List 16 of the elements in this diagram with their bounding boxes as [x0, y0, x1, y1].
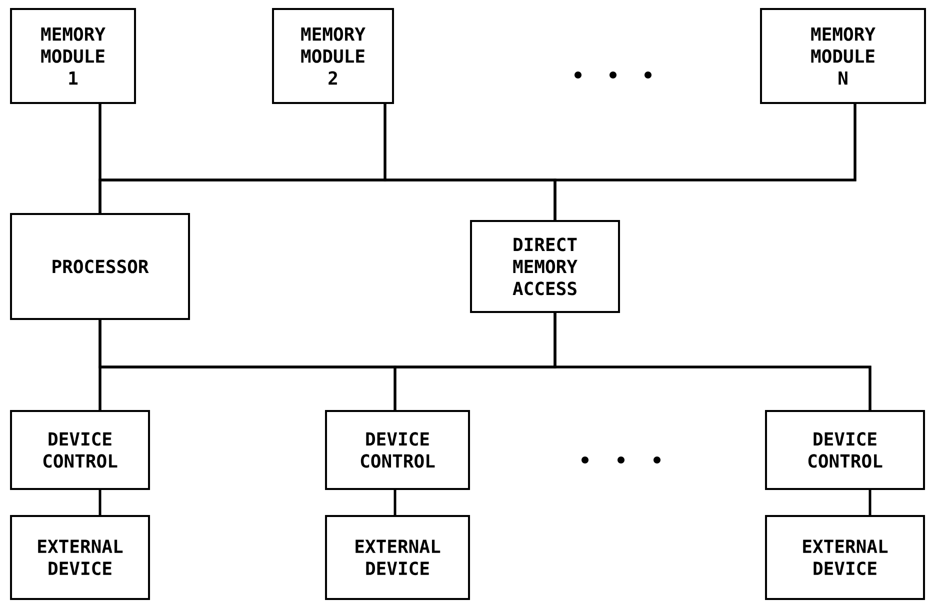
device-control-box: DEVICE CONTROL [10, 410, 150, 490]
device-control-box: DEVICE CONTROL [325, 410, 470, 490]
connector-line [868, 490, 872, 515]
dma-box: DIRECT MEMORY ACCESS [470, 220, 620, 313]
device-control-box: DEVICE CONTROL [765, 410, 925, 490]
processor-box: PROCESSOR [10, 213, 190, 320]
external-device-box: EXTERNAL DEVICE [10, 515, 150, 600]
memory-module-box: MEMORY MODULE 2 [272, 8, 394, 104]
external-device-box: EXTERNAL DEVICE [325, 515, 470, 600]
connector-line [98, 490, 102, 515]
memory-module-box: MEMORY MODULE N [760, 8, 926, 104]
external-device-box: EXTERNAL DEVICE [765, 515, 925, 600]
connector-line [394, 490, 396, 515]
connector-line [554, 104, 856, 220]
connector-line [554, 313, 872, 410]
memory-module-box: MEMORY MODULE 1 [10, 8, 136, 104]
